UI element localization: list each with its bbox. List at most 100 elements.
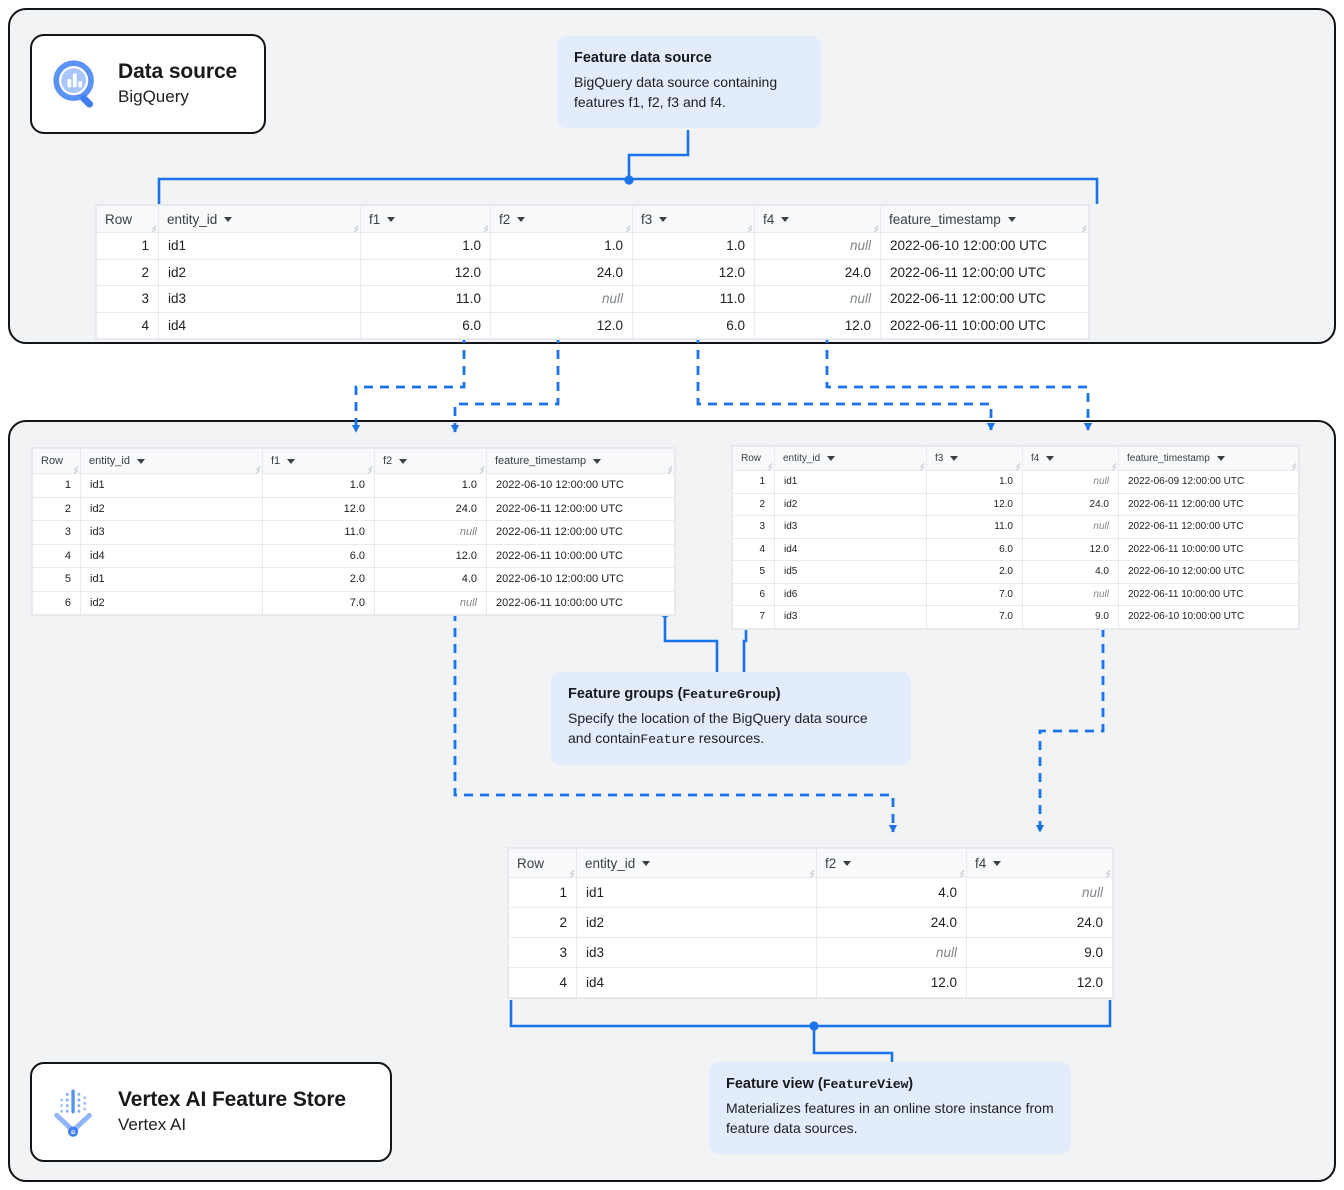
feature-store-logo-card: Vertex AI Feature Store Vertex AI [30,1062,392,1162]
data-source-logo-text: Data source BigQuery [118,60,237,108]
column-header-f2[interactable]: f2 [490,205,633,233]
chevron-down-icon[interactable] [950,456,959,461]
chevron-down-icon[interactable] [287,458,296,464]
cell-row-number: 3 [508,937,577,968]
cell-f4: null [966,877,1113,908]
column-header-f2[interactable]: f2 [816,848,967,878]
column-header-feature_timestamp[interactable]: feature_timestamp [880,205,1089,233]
cell-row-number: 2 [508,907,577,938]
column-header-label: feature_timestamp [495,455,587,467]
chevron-down-icon[interactable] [1216,456,1225,461]
data-source-title: Data source [118,60,238,84]
column-header-entity_id[interactable]: entity_id [158,205,361,233]
chevron-down-icon[interactable] [399,458,408,464]
callout-feature-groups-title: Feature groups (FeatureGroup) [568,685,894,704]
chevron-down-icon[interactable] [843,860,852,866]
cell-entity-id: id1 [158,232,361,260]
cell-feature-timestamp: 2022-06-10 12:00:00 UTC [880,232,1089,260]
chevron-down-icon[interactable] [659,216,668,222]
cell-row-number: 2 [96,258,159,286]
column-header-f4[interactable]: f4 [754,205,881,233]
cell-f3: 12.0 [926,492,1023,516]
column-header-entity_id[interactable]: entity_id [576,848,817,878]
cell-entity-id: id2 [158,258,361,286]
column-header-feature_timestamp[interactable]: feature_timestamp [1118,446,1299,471]
cell-row-number: 1 [508,877,577,908]
cell-entity-id: id2 [80,590,263,615]
cell-f3: 11.0 [926,515,1023,539]
chevron-down-icon[interactable] [827,456,836,461]
chevron-down-icon[interactable] [993,860,1002,866]
column-header-label: entity_id [783,453,821,464]
cell-row-number: 4 [32,543,81,568]
column-header-label: Row [105,211,133,227]
cell-f2: null [374,520,487,545]
cell-entity-id: id4 [80,543,263,568]
cell-f2: 12.0 [490,311,633,339]
chevron-down-icon[interactable] [1007,216,1016,222]
chevron-down-icon[interactable] [593,458,602,464]
column-header-f1[interactable]: f1 [262,448,375,474]
chevron-down-icon[interactable] [1046,456,1055,461]
cell-f2: 24.0 [816,907,967,938]
chevron-down-icon[interactable] [642,860,651,866]
callout-feature-groups-body-post: resources. [694,729,765,746]
column-header-f3[interactable]: f3 [632,205,755,233]
column-header-row[interactable]: Row [732,446,775,471]
column-header-f4[interactable]: f4 [966,848,1113,878]
column-header-label: f1 [271,455,281,467]
column-header-row[interactable]: Row [508,848,577,878]
column-header-f2[interactable]: f2 [374,448,487,474]
connector-f3-dashed [696,334,996,431]
chevron-down-icon[interactable] [517,216,526,222]
column-header-label: f1 [369,211,381,227]
connector-f2-dashed [450,334,560,433]
cell-f4: null [1022,582,1119,606]
chevron-down-icon[interactable] [136,458,145,464]
column-header-f1[interactable]: f1 [360,205,491,233]
column-header-entity_id[interactable]: entity_id [80,448,263,474]
callout-feature-data-source-title: Feature data source [574,50,712,66]
cell-feature-timestamp: 2022-06-11 10:00:00 UTC [880,311,1089,339]
chevron-down-icon[interactable] [781,216,790,222]
column-header-row[interactable]: Row [32,448,81,474]
chevron-down-icon[interactable] [387,216,396,222]
column-header-row[interactable]: Row [96,205,159,233]
column-header-f4[interactable]: f4 [1022,446,1119,471]
cell-f2: 1.0 [374,473,487,498]
cell-entity-id: id4 [774,537,927,561]
column-header-feature_timestamp[interactable]: feature_timestamp [486,448,675,474]
cell-f3: 1.0 [926,470,1023,494]
column-header-entity_id[interactable]: entity_id [774,446,927,471]
column-header-f3[interactable]: f3 [926,446,1023,471]
column-header-label: entity_id [585,855,636,871]
callout-feature-view-title-code: FeatureView [822,1077,909,1092]
chevron-down-icon[interactable] [224,216,233,222]
